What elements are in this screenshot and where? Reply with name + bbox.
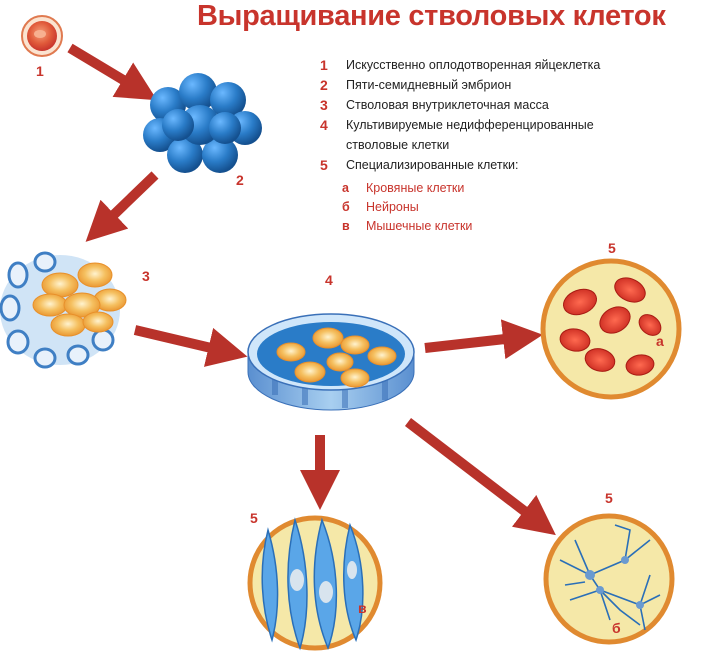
legend-text-continued: стволовые клетки <box>346 138 450 152</box>
sublegend-text: Кровяные клетки <box>366 181 465 195</box>
embryo-cluster <box>143 73 262 173</box>
arrow-4-to-neuron <box>404 418 556 536</box>
arrow-2-to-3 <box>85 171 159 242</box>
muscle-cells-circle <box>247 515 383 651</box>
legend-num: 2 <box>320 77 328 93</box>
sublegend-letter: в <box>342 219 350 233</box>
blood-cells-circle <box>540 258 682 400</box>
stage-label-4: 4 <box>325 272 333 288</box>
sublegend-item-b: б Нейроны <box>320 198 720 217</box>
sublegend-item-a: а Кровяные клетки <box>320 179 720 198</box>
stage-label-1: 1 <box>36 63 44 79</box>
stage-label-3: 3 <box>142 268 150 284</box>
legend-text: Культивируемые недифференцированные <box>346 118 594 132</box>
legend-text: Специализированные клетки: <box>346 158 519 172</box>
stage-label-5-muscle: 5 <box>250 510 258 526</box>
sublegend-text: Нейроны <box>366 200 419 214</box>
arrow-4-to-blood <box>424 319 543 360</box>
page-title: Выращивание стволовых клеток <box>197 0 666 32</box>
letter-label-b: б <box>612 620 621 636</box>
legend: 1 Искусственно оплодотворенная яйцеклетк… <box>320 55 720 236</box>
letter-label-a: а <box>656 333 664 349</box>
legend-text: Искусственно оплодотворенная яйцеклетка <box>346 58 601 72</box>
letter-label-v: в <box>358 600 367 616</box>
neurons-circle <box>543 513 675 645</box>
blastocyst-inner-mass <box>0 251 127 369</box>
sublegend-text: Мышечные клетки <box>366 219 473 233</box>
legend-item-5: 5 Специализированные клетки: <box>320 155 720 175</box>
legend-num: 3 <box>320 97 328 113</box>
legend-num: 1 <box>320 57 328 73</box>
legend-text: Пяти-семидневный эмбрион <box>346 78 512 92</box>
legend-item-4: 4 Культивируемые недифференцированные ст… <box>320 115 720 155</box>
stage-label-2: 2 <box>236 172 244 188</box>
stage-label-5-blood: 5 <box>608 240 616 256</box>
sublegend-letter: б <box>342 200 350 214</box>
sublegend-letter: а <box>342 181 349 195</box>
petri-dish-culture <box>247 313 415 411</box>
process-arrows <box>67 43 556 536</box>
arrow-3-to-4 <box>133 325 248 367</box>
legend-text: Стволовая внутриклеточная масса <box>346 98 549 112</box>
legend-item-2: 2 Пяти-семидневный эмбрион <box>320 75 720 95</box>
sublegend-item-v: в Мышечные клетки <box>320 217 720 236</box>
legend-item-3: 3 Стволовая внутриклеточная масса <box>320 95 720 115</box>
arrow-1-to-2 <box>67 43 158 101</box>
legend-item-1: 1 Искусственно оплодотворенная яйцеклетк… <box>320 55 720 75</box>
stage-label-5-neuron: 5 <box>605 490 613 506</box>
legend-num: 5 <box>320 157 328 173</box>
legend-num: 4 <box>320 117 328 133</box>
fertilized-egg-cell <box>21 15 63 57</box>
